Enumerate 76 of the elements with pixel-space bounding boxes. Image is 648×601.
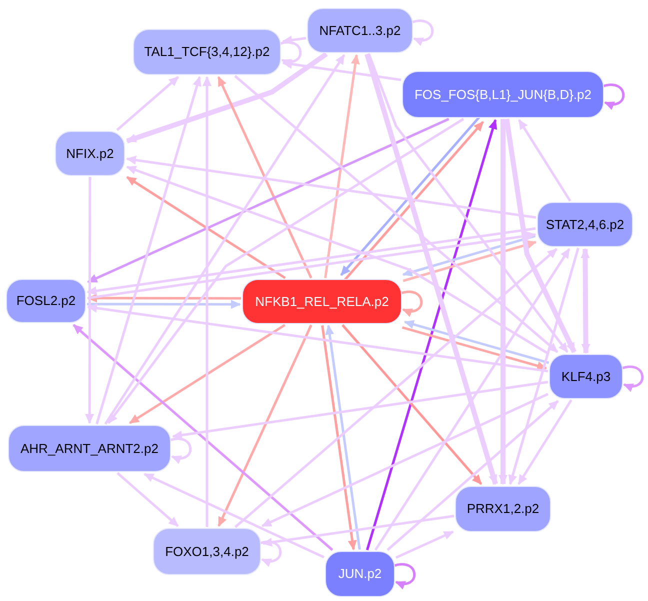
arrow [258, 540, 282, 566]
arrow [126, 52, 328, 144]
arrow [402, 326, 548, 370]
node-label: KLF4.p3 [561, 368, 611, 386]
arrow [580, 248, 590, 354]
arrow [342, 324, 482, 485]
node-label: FOS_FOS{B,L1}_JUN{B,D}.p2 [414, 86, 592, 104]
node-box [55, 131, 125, 176]
arrow [368, 54, 568, 353]
arrow [402, 234, 536, 276]
arrow [85, 177, 94, 424]
arrow [172, 380, 548, 440]
arrow [234, 248, 558, 528]
arrow [504, 118, 576, 354]
arrow [261, 392, 549, 528]
node-label: NFATC1..3.p2 [319, 22, 401, 40]
node-box [549, 354, 623, 399]
arrow [366, 119, 498, 550]
arrow [217, 76, 312, 279]
arrow [87, 118, 450, 284]
arrow [144, 472, 325, 558]
arrow [218, 324, 312, 527]
arrow [404, 320, 550, 364]
arrow [386, 400, 559, 551]
arrow [410, 20, 434, 46]
arrow [126, 166, 549, 355]
node-label: PRRX1,2.p2 [466, 500, 540, 518]
node-box [455, 486, 551, 532]
arrow [96, 76, 202, 424]
arrow [518, 399, 572, 485]
node-label: AHR_ARNT_ARNT2.p2 [20, 440, 158, 458]
arrow [108, 118, 464, 424]
arrow [392, 563, 416, 589]
arrow [282, 60, 402, 82]
node-label: FOXO1,3,4.p2 [165, 542, 249, 561]
arrow [126, 156, 536, 219]
node-box [402, 71, 604, 118]
node-box [8, 425, 171, 472]
arrow [620, 366, 644, 392]
arrow [498, 119, 508, 485]
arrow [518, 119, 572, 202]
node-label: JUN.p2 [338, 565, 382, 584]
arrow [262, 514, 454, 547]
node-box [537, 202, 633, 247]
arrow [402, 240, 537, 282]
arrow [324, 54, 360, 278]
arrow [87, 304, 548, 372]
node-box [133, 29, 281, 75]
arrow [128, 324, 286, 424]
arrow [602, 84, 625, 110]
arrow [364, 53, 498, 485]
arrow [234, 75, 558, 353]
node-box [6, 279, 86, 323]
arrow [278, 41, 302, 67]
arrow [282, 36, 306, 45]
arrow [508, 248, 580, 485]
node-label: FOSL2.p2 [16, 292, 76, 310]
node-box [242, 279, 402, 324]
node-label: NFIX.p2 [66, 144, 114, 163]
node-box [153, 528, 261, 575]
arrow [168, 438, 192, 464]
node-label: NFKB1_REL_RELA.p2 [255, 292, 389, 311]
node-label: STAT2,4,6.p2 [546, 216, 624, 234]
arrow [72, 324, 334, 551]
node-box [307, 8, 413, 53]
node-box [325, 551, 395, 597]
arrow [126, 176, 286, 280]
arrow [116, 472, 179, 527]
arrow [116, 76, 179, 131]
arrow [374, 248, 570, 551]
arrow [87, 300, 241, 309]
node-label: TAL1_TCF{3,4,12}.p2 [144, 43, 270, 62]
arrow [395, 530, 454, 559]
arrow [400, 290, 423, 316]
arrow [104, 54, 346, 425]
arrow [202, 76, 212, 527]
